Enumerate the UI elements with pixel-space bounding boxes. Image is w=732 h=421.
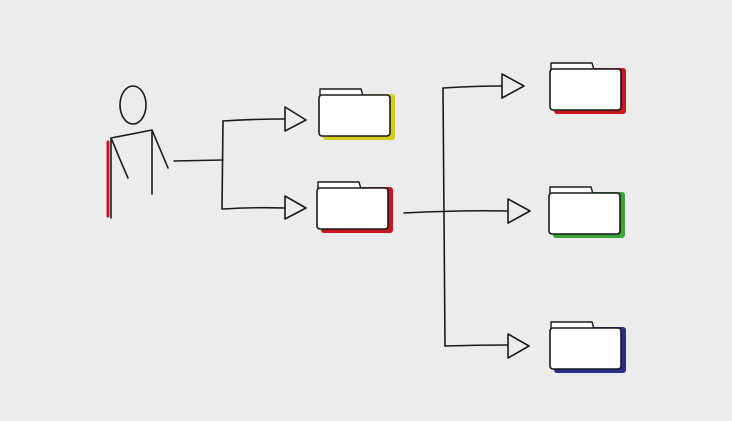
person-icon bbox=[110, 129, 169, 219]
arrowhead-icon bbox=[284, 106, 307, 132]
user-figure bbox=[106, 85, 169, 219]
folder-icon bbox=[316, 181, 393, 233]
folder-icon bbox=[548, 186, 625, 238]
folder-icon bbox=[549, 321, 626, 373]
arrowhead-icon bbox=[507, 198, 531, 224]
arrowhead-icon bbox=[507, 333, 530, 359]
arrowhead-icon bbox=[501, 73, 525, 99]
folder-icon bbox=[318, 88, 395, 140]
arrowhead-icon bbox=[284, 195, 307, 220]
person-icon-head bbox=[119, 85, 147, 125]
connector-user-to-level1 bbox=[173, 106, 307, 220]
folder-icon bbox=[549, 62, 626, 114]
connector-level1-to-level2 bbox=[403, 73, 531, 359]
